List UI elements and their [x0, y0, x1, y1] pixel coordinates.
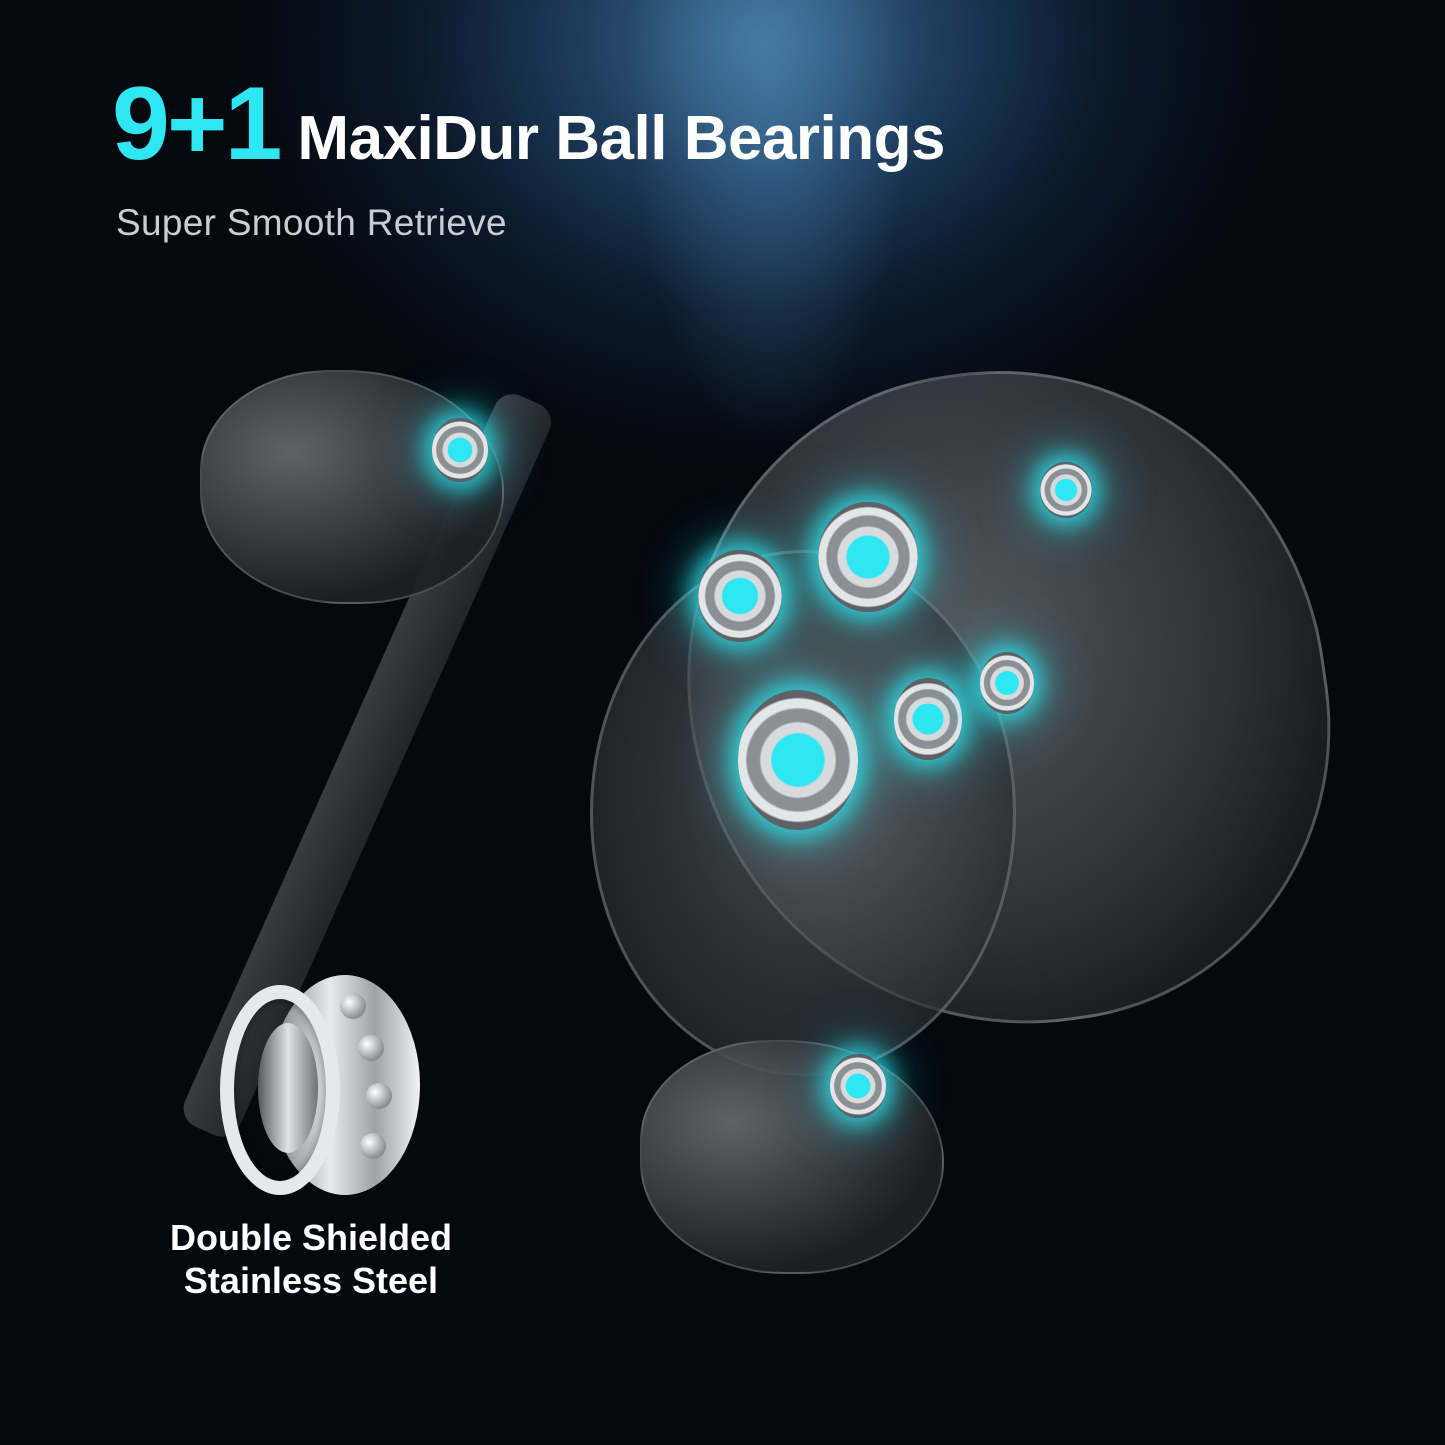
- bearing-ball: [340, 993, 366, 1019]
- headline-text: MaxiDur Ball Bearings: [297, 104, 946, 173]
- bearing-count: 9+1: [112, 66, 282, 182]
- bearing-knob-bottom: [830, 1054, 886, 1118]
- headline: 9+1 MaxiDur Ball Bearings: [112, 66, 946, 182]
- bearing-small-center: [894, 678, 962, 760]
- handle-knob-top: [200, 370, 504, 604]
- bearing-ball: [360, 1133, 386, 1159]
- bearing-drive-center: [818, 502, 918, 612]
- inset-caption: Double Shielded Stainless Steel: [136, 1216, 486, 1302]
- bearing-ball: [358, 1035, 384, 1061]
- fishing-reel-image: [177, 328, 1369, 1370]
- bearing-drive-left: [698, 550, 782, 642]
- inset-caption-line1: Double Shielded: [169, 1217, 453, 1258]
- bearing-ball: [366, 1083, 392, 1109]
- inset-caption-line2: Stainless Steel: [183, 1260, 439, 1301]
- bearing-cutaway-image: [220, 965, 420, 1200]
- handle-knob-bottom: [640, 1040, 944, 1274]
- bearing-small-right: [980, 652, 1034, 714]
- subheadline: Super Smooth Retrieve: [116, 202, 507, 243]
- bearing-spool-top: [1040, 462, 1092, 518]
- bearing-inner-race: [258, 1023, 318, 1153]
- bearing-knob-top: [432, 418, 488, 482]
- bearing-main-shaft: [738, 690, 858, 830]
